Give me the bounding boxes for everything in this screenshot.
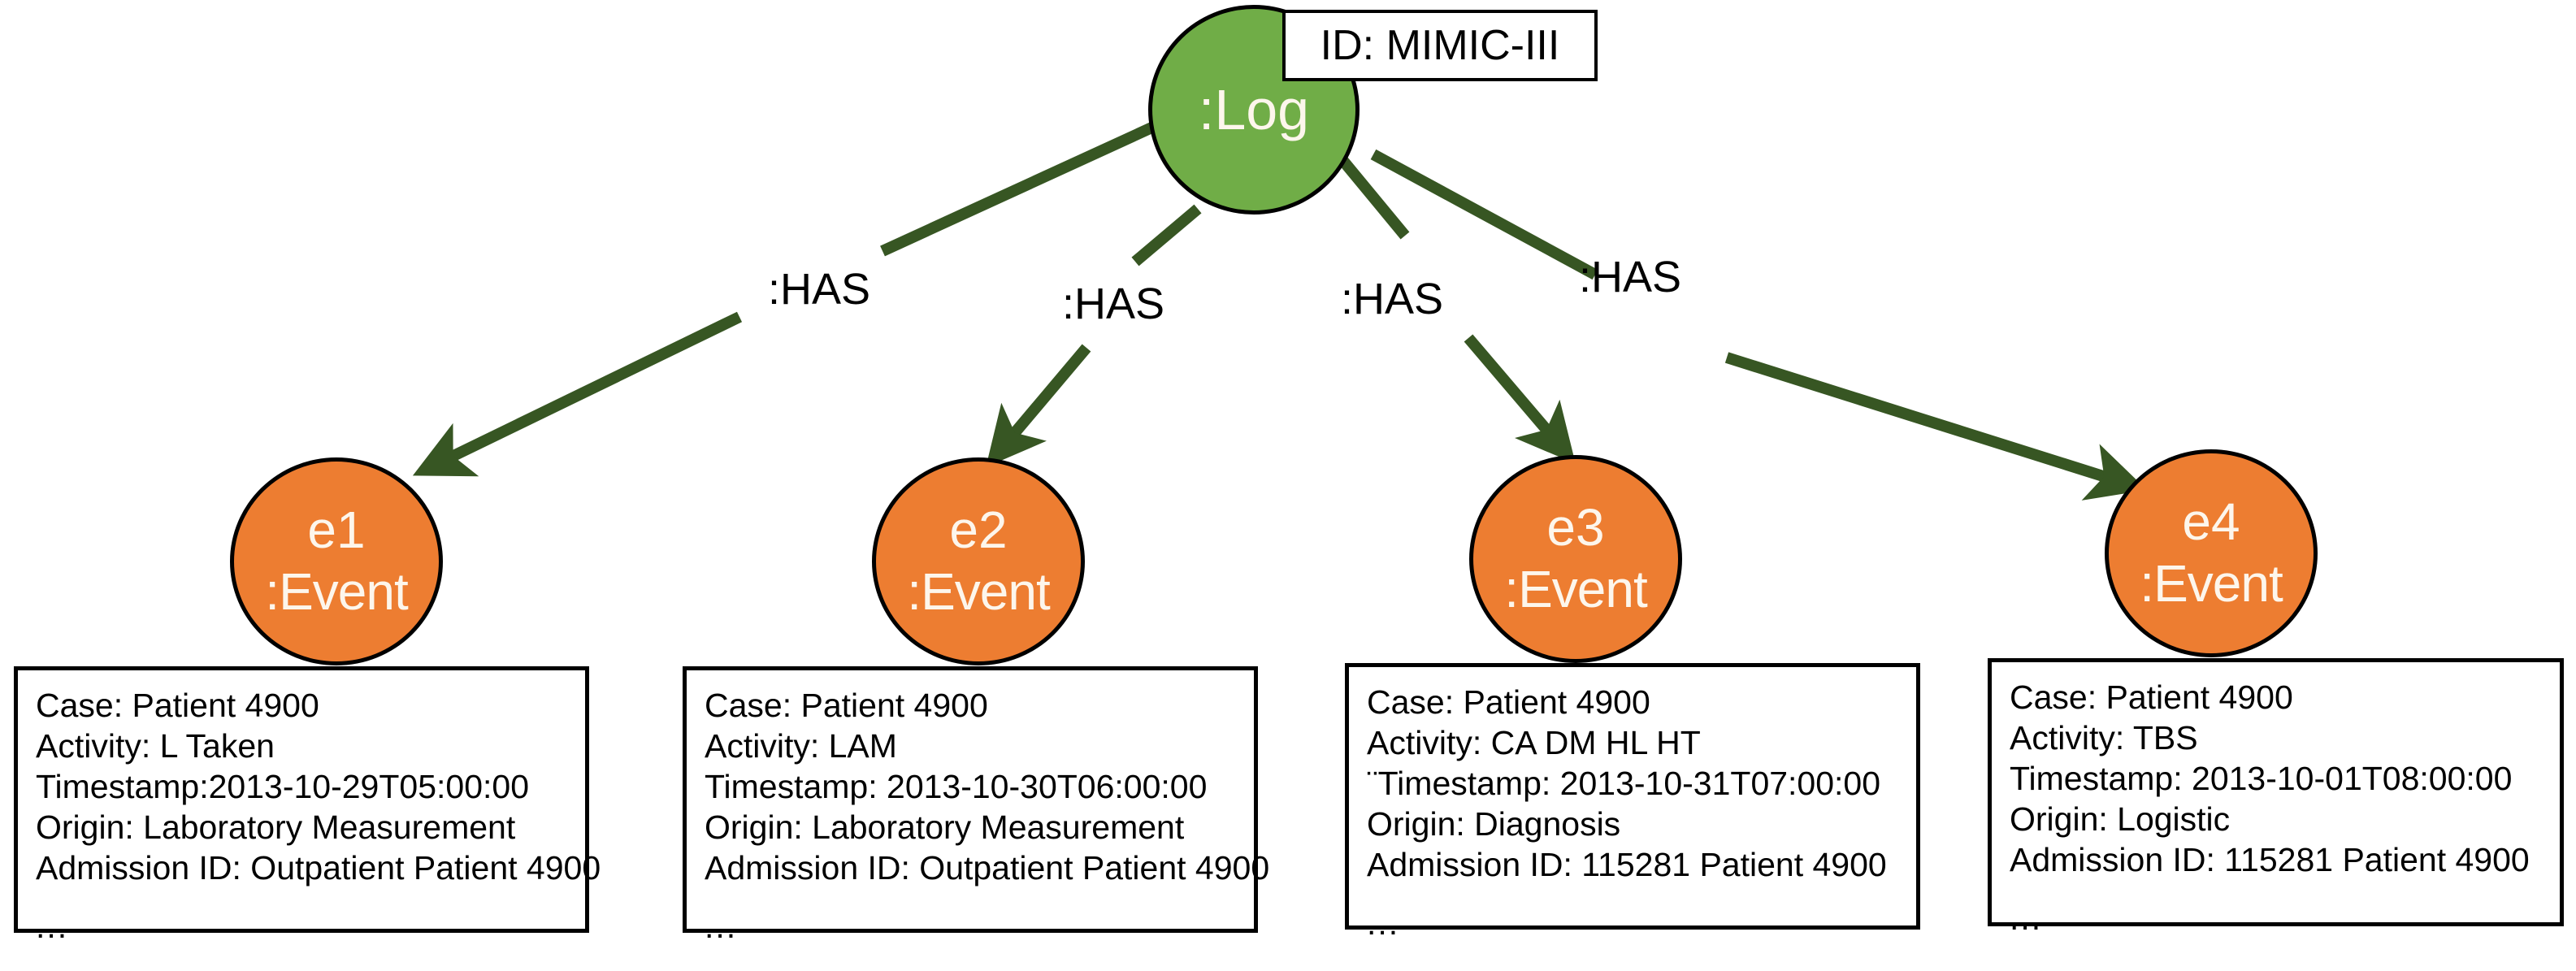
- prop-origin: Origin: Laboratory Measurement: [36, 808, 516, 847]
- prop-origin: Origin: Diagnosis: [1367, 805, 1621, 843]
- prop-more: ...: [2010, 899, 2043, 938]
- prop-activity: Activity: TBS: [2010, 719, 2198, 757]
- event-node-e1[interactable]: e1 :Event: [230, 457, 443, 665]
- prop-admission-id: Admission ID: 115281 Patient 4900: [2010, 841, 2530, 879]
- event-node-id: e4: [2182, 492, 2240, 552]
- prop-admission-id: Admission ID: Outpatient Patient 4900: [36, 849, 601, 887]
- prop-case: Case: Patient 4900: [1367, 683, 1650, 721]
- prop-admission-id: Admission ID: Outpatient Patient 4900: [705, 849, 1270, 887]
- event-node-e3[interactable]: e3 :Event: [1469, 455, 1682, 663]
- edge-log-e2: [986, 204, 1202, 467]
- prop-admission-id: Admission ID: 115281 Patient 4900: [1367, 846, 1887, 884]
- prop-origin: Origin: Laboratory Measurement: [705, 808, 1185, 847]
- prop-case: Case: Patient 4900: [2010, 678, 2293, 716]
- prop-timestamp: Timestamp: 2013-10-30T06:00:00: [705, 768, 1208, 806]
- event-node-e4[interactable]: e4 :Event: [2105, 449, 2318, 657]
- event-node-label: :Event: [1504, 560, 1647, 618]
- event-node-id: e1: [307, 501, 366, 560]
- prop-case: Case: Patient 4900: [36, 687, 319, 724]
- prop-activity: Activity: L Taken: [36, 727, 275, 765]
- event-properties-box-e4: Case: Patient 4900 Activity: TBS Timesta…: [1988, 658, 2564, 937]
- edge-log-e4: [1370, 149, 2148, 501]
- prop-timestamp: Timestamp:2013-10-29T05:00:00: [36, 768, 529, 806]
- log-id-property-box: ID: MIMIC-III: [1282, 10, 1598, 81]
- prop-origin: Origin: Logistic: [2010, 800, 2231, 839]
- event-node-label: :Event: [265, 562, 408, 621]
- edge-label-has-e2: :HAS: [1062, 280, 1165, 328]
- prop-more: ...: [36, 908, 69, 946]
- prop-activity: Activity: CA DM HL HT: [1367, 724, 1701, 762]
- prop-more: ...: [1367, 904, 1400, 943]
- prop-timestamp: Timestamp: 2013-10-01T08:00:00: [2010, 760, 2513, 798]
- prop-more: ...: [705, 908, 738, 946]
- edge-label-has-e1: :HAS: [768, 265, 871, 314]
- log-id-property-text: ID: MIMIC-III: [1320, 22, 1560, 69]
- event-node-label: :Event: [907, 562, 1050, 621]
- event-properties-box-e2: Case: Patient 4900 Activity: LAM Timesta…: [683, 666, 1270, 945]
- prop-case: Case: Patient 4900: [705, 687, 988, 724]
- event-node-id: e3: [1546, 498, 1605, 557]
- event-properties-box-e1: Case: Patient 4900 Activity: L Taken Tim…: [14, 666, 601, 945]
- edge-label-has-e4: :HAS: [1579, 253, 1682, 301]
- event-node-label: :Event: [2140, 554, 2283, 613]
- prop-activity: Activity: LAM: [705, 727, 897, 765]
- event-node-id: e2: [949, 501, 1008, 560]
- edge-label-has-e3: :HAS: [1341, 275, 1444, 323]
- event-properties-box-e3: Case: Patient 4900 Activity: CA DM HL HT…: [1345, 663, 1920, 942]
- prop-timestamp: ¨Timestamp: 2013-10-31T07:00:00: [1367, 765, 1881, 803]
- log-node-label: :Log: [1198, 77, 1310, 141]
- event-node-e2[interactable]: e2 :Event: [872, 457, 1085, 665]
